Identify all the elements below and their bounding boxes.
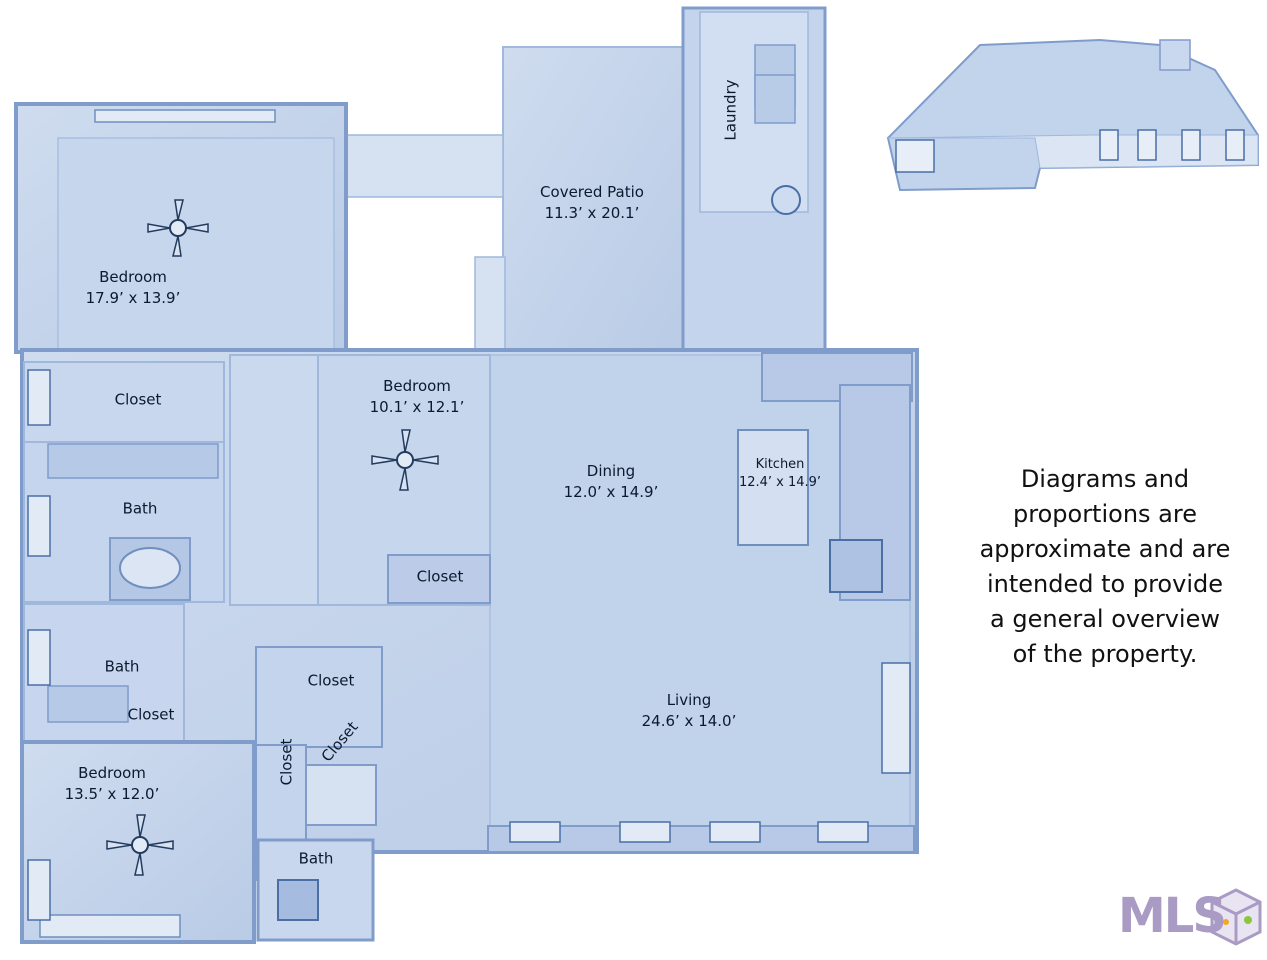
room-name: Laundry (721, 79, 740, 141)
room-label-bedroom-1: Bedroom 17.9’ x 13.9’ (86, 267, 181, 309)
room-label-closet-3: Closet (128, 705, 175, 726)
room-label-bedroom-3: Bedroom 13.5’ x 12.0’ (65, 763, 160, 805)
room-label-kitchen: Kitchen 12.4’ x 14.9’ (739, 456, 821, 492)
room-size: 12.4’ x 14.9’ (738, 475, 822, 490)
ceiling-fan-icon (147, 199, 209, 257)
disclaimer-line: Diagrams and (1020, 465, 1190, 493)
room-label-closet-5: Closet (277, 739, 298, 786)
house-3d-thumbnail (886, 38, 1259, 192)
room-size: 12.0’ x 14.9’ (563, 483, 659, 501)
room-label-closet-1: Closet (115, 390, 162, 411)
room-name: Bath (122, 499, 158, 518)
room-name: Bedroom (99, 268, 167, 286)
room-name: Living (666, 691, 712, 709)
disclaimer-line: approximate and are (979, 535, 1231, 563)
room-label-bedroom-2: Bedroom 10.1’ x 12.1’ (370, 376, 465, 418)
room-name: Bedroom (78, 764, 146, 782)
main-house-body (20, 348, 919, 944)
room-name: Closet (307, 671, 355, 690)
laundry-area (681, 6, 827, 355)
room-label-laundry: Laundry (721, 79, 742, 140)
room-name: Covered Patio (540, 183, 644, 201)
room-label-bath-3: Bath (299, 849, 334, 870)
disclaimer-line: a general overview (990, 605, 1220, 633)
disclaimer-line: of the property. (1012, 640, 1198, 668)
logo-box-icon (1210, 888, 1262, 946)
room-name: Bath (298, 849, 334, 868)
room-label-bath-1: Bath (123, 499, 158, 520)
room-name: Bath (104, 657, 140, 676)
room-name: Dining (586, 462, 636, 480)
room-label-bath-2: Bath (105, 657, 140, 678)
mls-logo: MLS (1118, 888, 1227, 944)
room-label-living: Living 24.6’ x 14.0’ (642, 690, 737, 732)
disclaimer-text: Diagrams and proportions are approximate… (975, 462, 1235, 672)
room-size: 13.5’ x 12.0’ (64, 785, 160, 803)
room-label-covered-patio: Covered Patio 11.3’ x 20.1’ (540, 182, 644, 224)
room-name: Closet (114, 390, 162, 409)
room-name: Closet (416, 567, 464, 586)
room-label-closet-2: Closet (417, 567, 464, 588)
room-label-dining: Dining 12.0’ x 14.9’ (564, 461, 659, 503)
logo-text: MLS (1118, 888, 1227, 944)
room-name: Closet (127, 705, 175, 724)
disclaimer-line: proportions are (1013, 500, 1197, 528)
room-label-closet-4: Closet (308, 671, 355, 692)
room-name: Closet (277, 738, 296, 786)
room-size: 24.6’ x 14.0’ (641, 712, 737, 730)
room-size: 10.1’ x 12.1’ (369, 398, 465, 416)
room-size: 11.3’ x 20.1’ (544, 204, 640, 222)
room-size: 17.9’ x 13.9’ (85, 289, 181, 307)
ceiling-fan-icon (106, 814, 174, 876)
room-name: Kitchen (755, 457, 805, 472)
disclaimer-line: intended to provide (987, 570, 1223, 598)
ceiling-fan-icon (371, 429, 439, 491)
room-name: Bedroom (383, 377, 451, 395)
covered-patio-area (344, 46, 686, 351)
